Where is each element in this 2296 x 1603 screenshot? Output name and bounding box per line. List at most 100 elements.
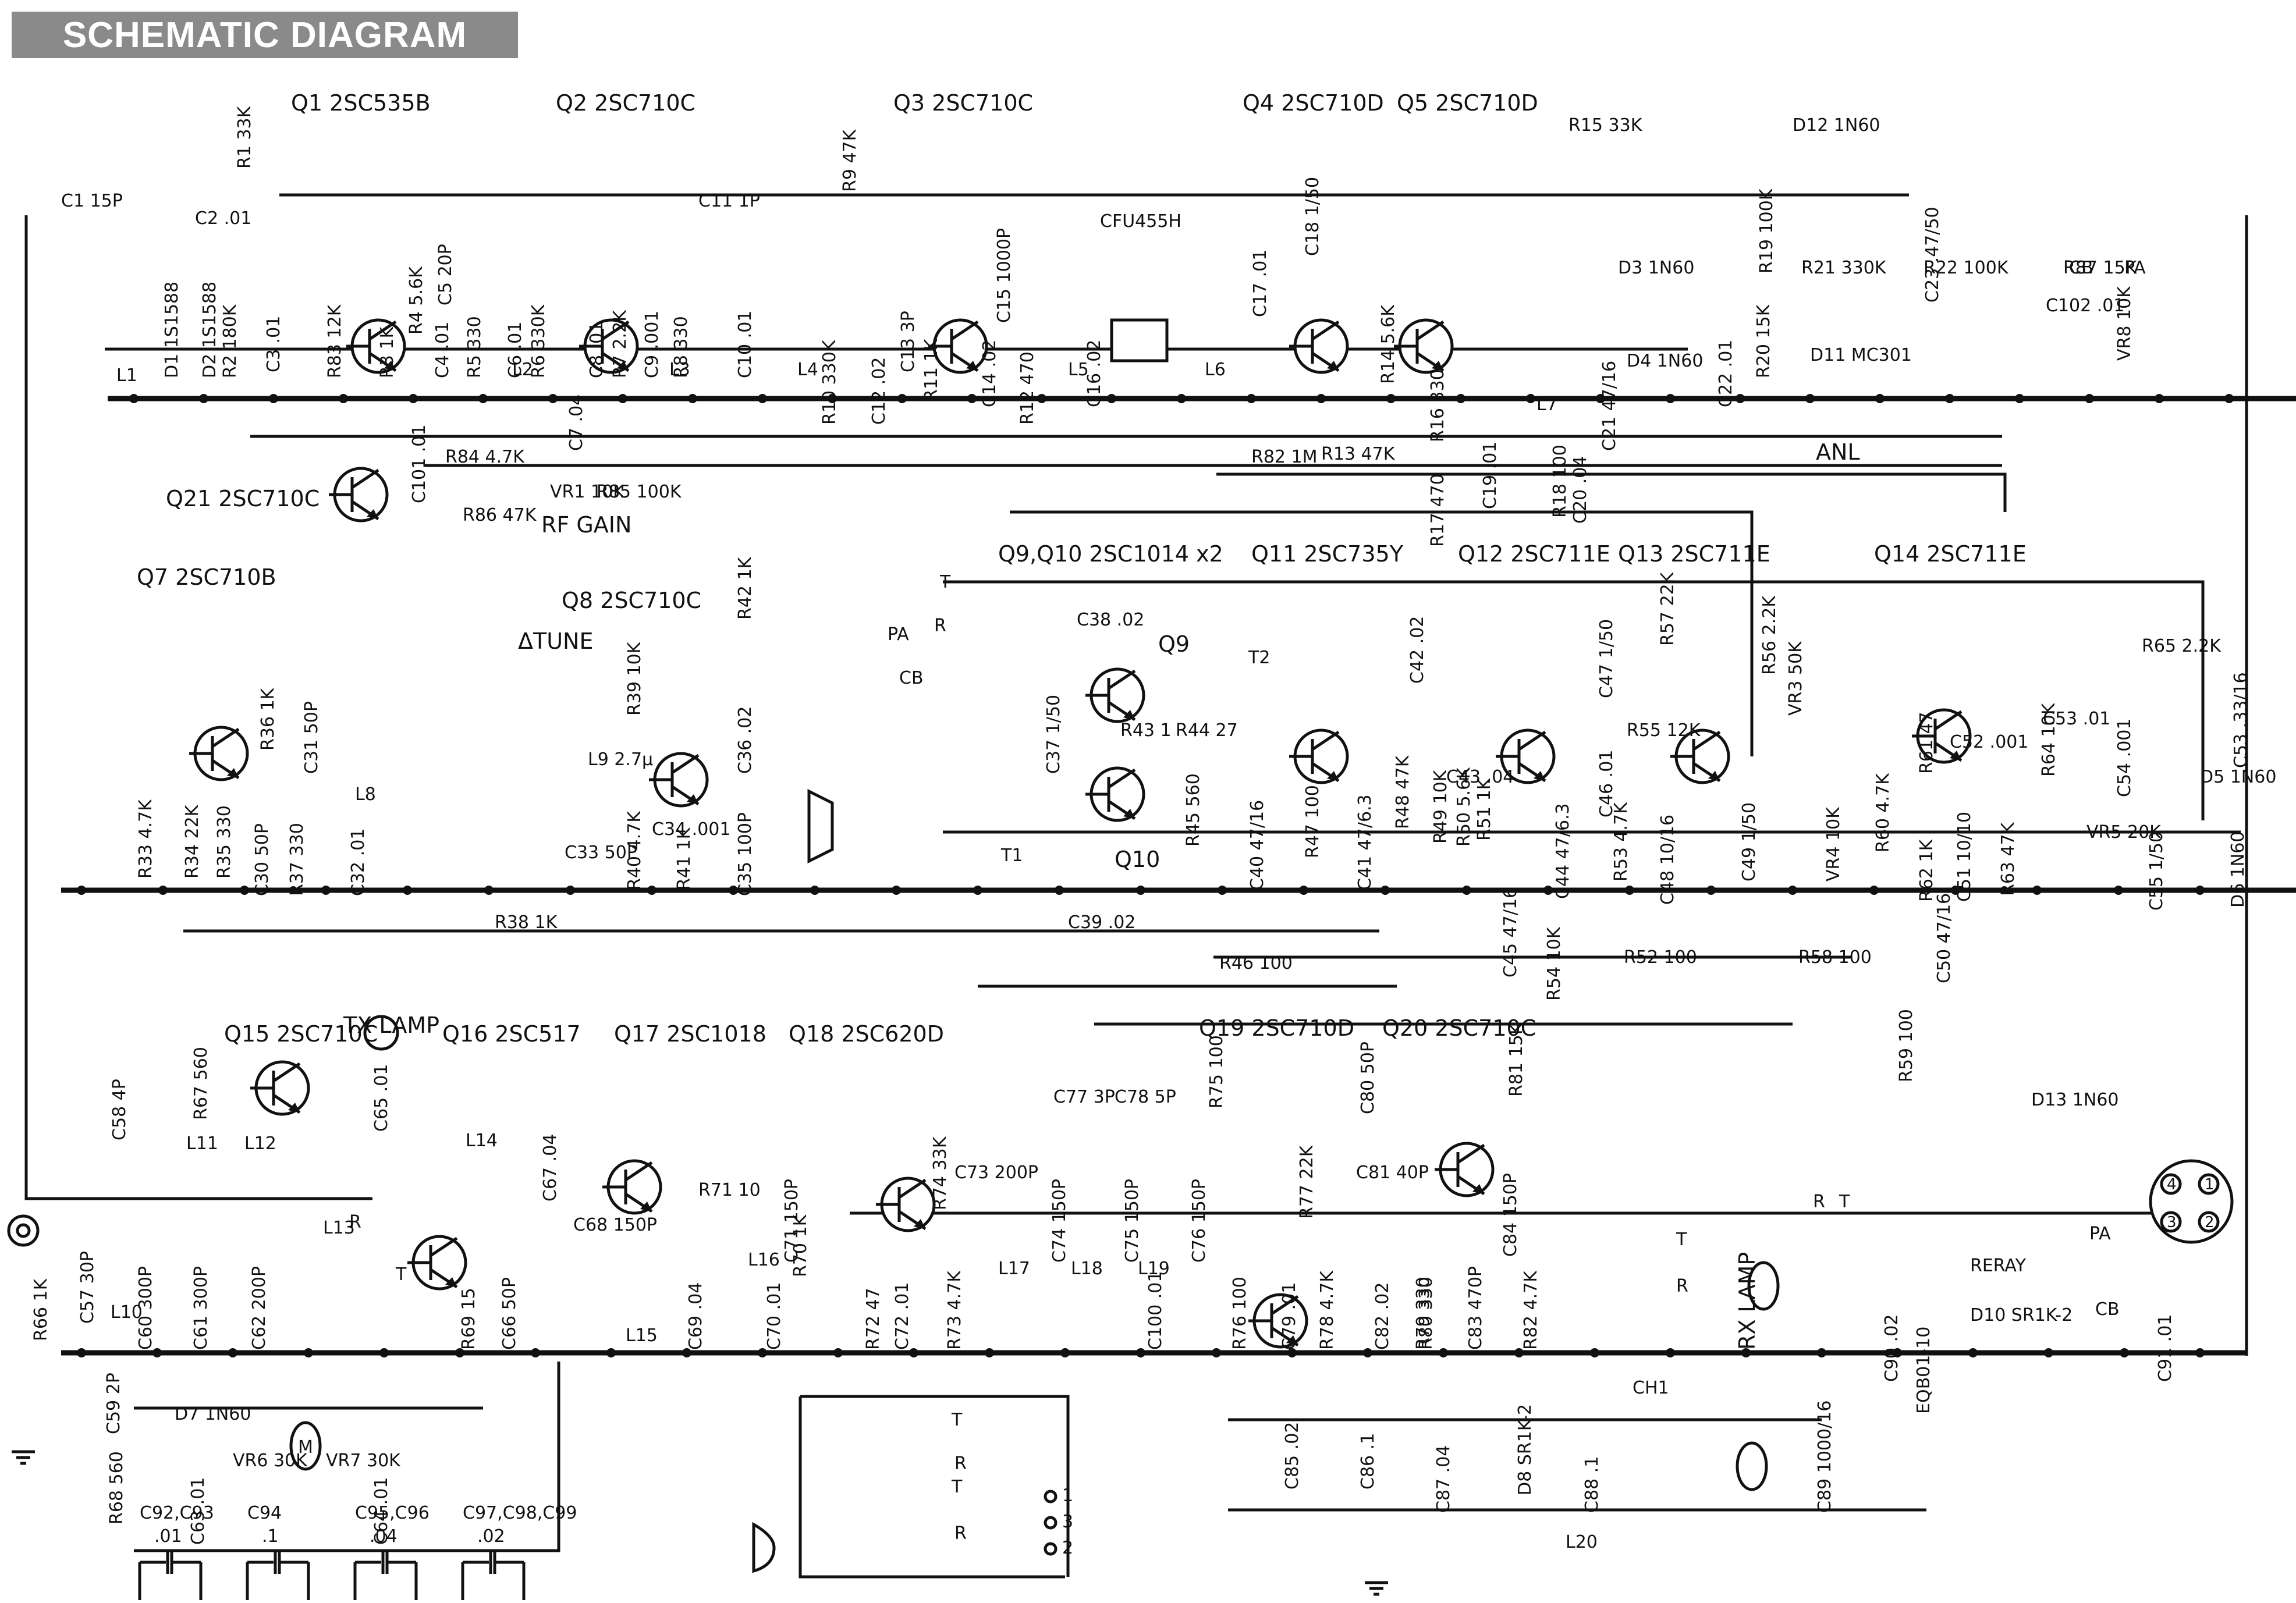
q9-label: Q9 [1158, 631, 1190, 657]
bypass-cap-wire [138, 1561, 203, 1600]
resistor-label-r11: R11 1K [921, 338, 942, 401]
line-5 [943, 580, 2205, 820]
resistor-label-r8: R8 330 [671, 316, 691, 378]
junction-dot [1543, 886, 1553, 895]
component-symbols [7, 318, 2234, 1600]
q5-transistor-symbol [1394, 318, 1454, 374]
resistor-label-r38: R38 1K [495, 912, 558, 933]
junction-dot [618, 394, 627, 403]
capacitor-label-c73: C73 200P [954, 1163, 1038, 1183]
junction-dot [152, 1348, 162, 1357]
junction-dot [1951, 886, 1960, 895]
junction-dot [758, 1348, 767, 1357]
capacitor-label-c11: C11 1P [698, 191, 760, 211]
capacitor-label-c64: C64 .01 [371, 1477, 392, 1545]
switch-contact-t: T [939, 572, 951, 592]
q7-transistor-symbol [189, 726, 249, 781]
capacitor-label-c66: C66 50P [499, 1277, 520, 1350]
resistor-label-r4: R4 5.6K [406, 266, 427, 335]
q16-transistor-symbol [407, 1235, 467, 1291]
junction-dot [531, 1348, 540, 1357]
switch-contact-r: R [1676, 1276, 1688, 1296]
diagram-title: SCHEMATIC DIAGRAM [12, 12, 518, 58]
junction-dot [2224, 394, 2234, 403]
switch-contact-pa: PA [888, 624, 909, 645]
capacitor-label-c100: C100 .01 [1145, 1271, 1166, 1350]
meter-label: M [298, 1437, 313, 1458]
resistor-label-r82: R82 4.7K [1521, 1270, 1541, 1350]
capacitor-label-c39: C39 .02 [1068, 912, 1135, 933]
capacitor-label-c43: C43 .04 [1446, 767, 1514, 787]
switch-contact-r: R [1813, 1192, 1825, 1212]
switch-contact-t: T [951, 1410, 963, 1430]
capacitor-label-c87: C87 .04 [1433, 1445, 1454, 1513]
junction-dot [1805, 394, 1815, 403]
bypass-cap-value: .01 [154, 1526, 182, 1547]
resistor-label-r81: R81 15K [1506, 1022, 1527, 1097]
inductor-label-l19: L19 [1138, 1259, 1170, 1279]
resistor-label-r66: R66 1K [31, 1278, 51, 1341]
antenna-connector-inner [16, 1223, 31, 1238]
junction-dot [897, 394, 907, 403]
anl-switch-label: ANL [1816, 439, 1860, 465]
junction-dot [2120, 1348, 2129, 1357]
junction-dot [566, 886, 575, 895]
q20-transistor-symbol [1435, 1142, 1495, 1197]
capacitor-label-c65: C65 .01 [371, 1064, 392, 1132]
capacitor-label-c88: C88 .1 [1582, 1456, 1602, 1513]
diode-label-d5: D5 1N60 [2200, 767, 2276, 787]
resistor-label-r14: R14 5.6K [1378, 304, 1399, 384]
junction-dot [2114, 886, 2123, 895]
junction-dot [758, 394, 767, 403]
rf-gain-label: RF GAIN [541, 512, 631, 538]
capacitor-label-c8: C8 .01 [587, 322, 607, 378]
q3-transistor-symbol [928, 318, 988, 374]
junction-dot [1456, 394, 1465, 403]
transistor-label: Q15 2SC710C [224, 1021, 378, 1047]
resistor-label-r77: R77 22K [1297, 1145, 1317, 1219]
junction-dot [688, 394, 697, 403]
junction-dot [1107, 394, 1116, 403]
q1-transistor-symbol [346, 318, 406, 374]
resistor-label-r87: R87 15K [2063, 258, 2138, 278]
capacitor-label-c70: C70 .01 [764, 1282, 785, 1350]
diode-label-d3: D3 1N60 [1618, 258, 1694, 278]
variable-resistor-label-vr4: VR4 10K [1823, 806, 1844, 882]
capacitor-label-c63: C63 .01 [188, 1477, 208, 1545]
capacitor-label-c75: C75 150P [1122, 1179, 1142, 1263]
capacitor-label-c54: C54 .001 [2114, 719, 2135, 797]
inductor-label-l14: L14 [466, 1131, 498, 1151]
resistor-label-r83: R83 12K [325, 304, 345, 378]
capacitor-label-c31: C31 50P [301, 701, 322, 774]
resistor-label-r63: R63 47K [1998, 822, 2018, 896]
resistor-label-r58: R58 100 [1798, 947, 1872, 968]
capacitor-label-c85: C85 .02 [1282, 1422, 1303, 1490]
capacitor-label-c17: C17 .01 [1250, 250, 1271, 317]
junction-dot [269, 394, 278, 403]
q4-transistor-symbol [1289, 318, 1349, 374]
junction-dot [1590, 1348, 1599, 1357]
q12-transistor-symbol [1496, 728, 1556, 784]
resistor-label-r6: R6 330K [528, 304, 549, 378]
q21-transistor-symbol [329, 467, 389, 523]
resistor-label-r12: R12 470 [1017, 351, 1038, 425]
transistor-label: Q19 2SC710D [1199, 1015, 1354, 1041]
junction-dot [1736, 394, 1745, 403]
mic-pin-2: 2 [2205, 1214, 2215, 1231]
bypass-cap-wire [246, 1561, 310, 1600]
resistor-label-r68: R68 560 [107, 1451, 127, 1524]
capacitor-label-c15: C15 1000P [994, 228, 1014, 323]
resistor-label-r48: R48 47K [1393, 755, 1413, 829]
diode-label-eqb01-10: EQB01-10 [1914, 1327, 1934, 1414]
capacitor-label-c1: C1 15P [61, 191, 123, 211]
inductor-label-l13: L13 [323, 1218, 355, 1238]
resistor-label-r7: R7 2.2K [610, 310, 630, 378]
inductor-label-l4: L4 [797, 360, 818, 380]
resistor-label-r61: R61 47 [1917, 712, 1937, 774]
capacitor-label-c53: C53 .01 [2043, 709, 2110, 729]
q10-label: Q10 [1115, 847, 1160, 872]
q2-transistor-symbol [579, 318, 639, 374]
switch-contact-pa: PA [2124, 258, 2146, 278]
junction-dot [548, 394, 558, 403]
junction-dot [1625, 886, 1634, 895]
